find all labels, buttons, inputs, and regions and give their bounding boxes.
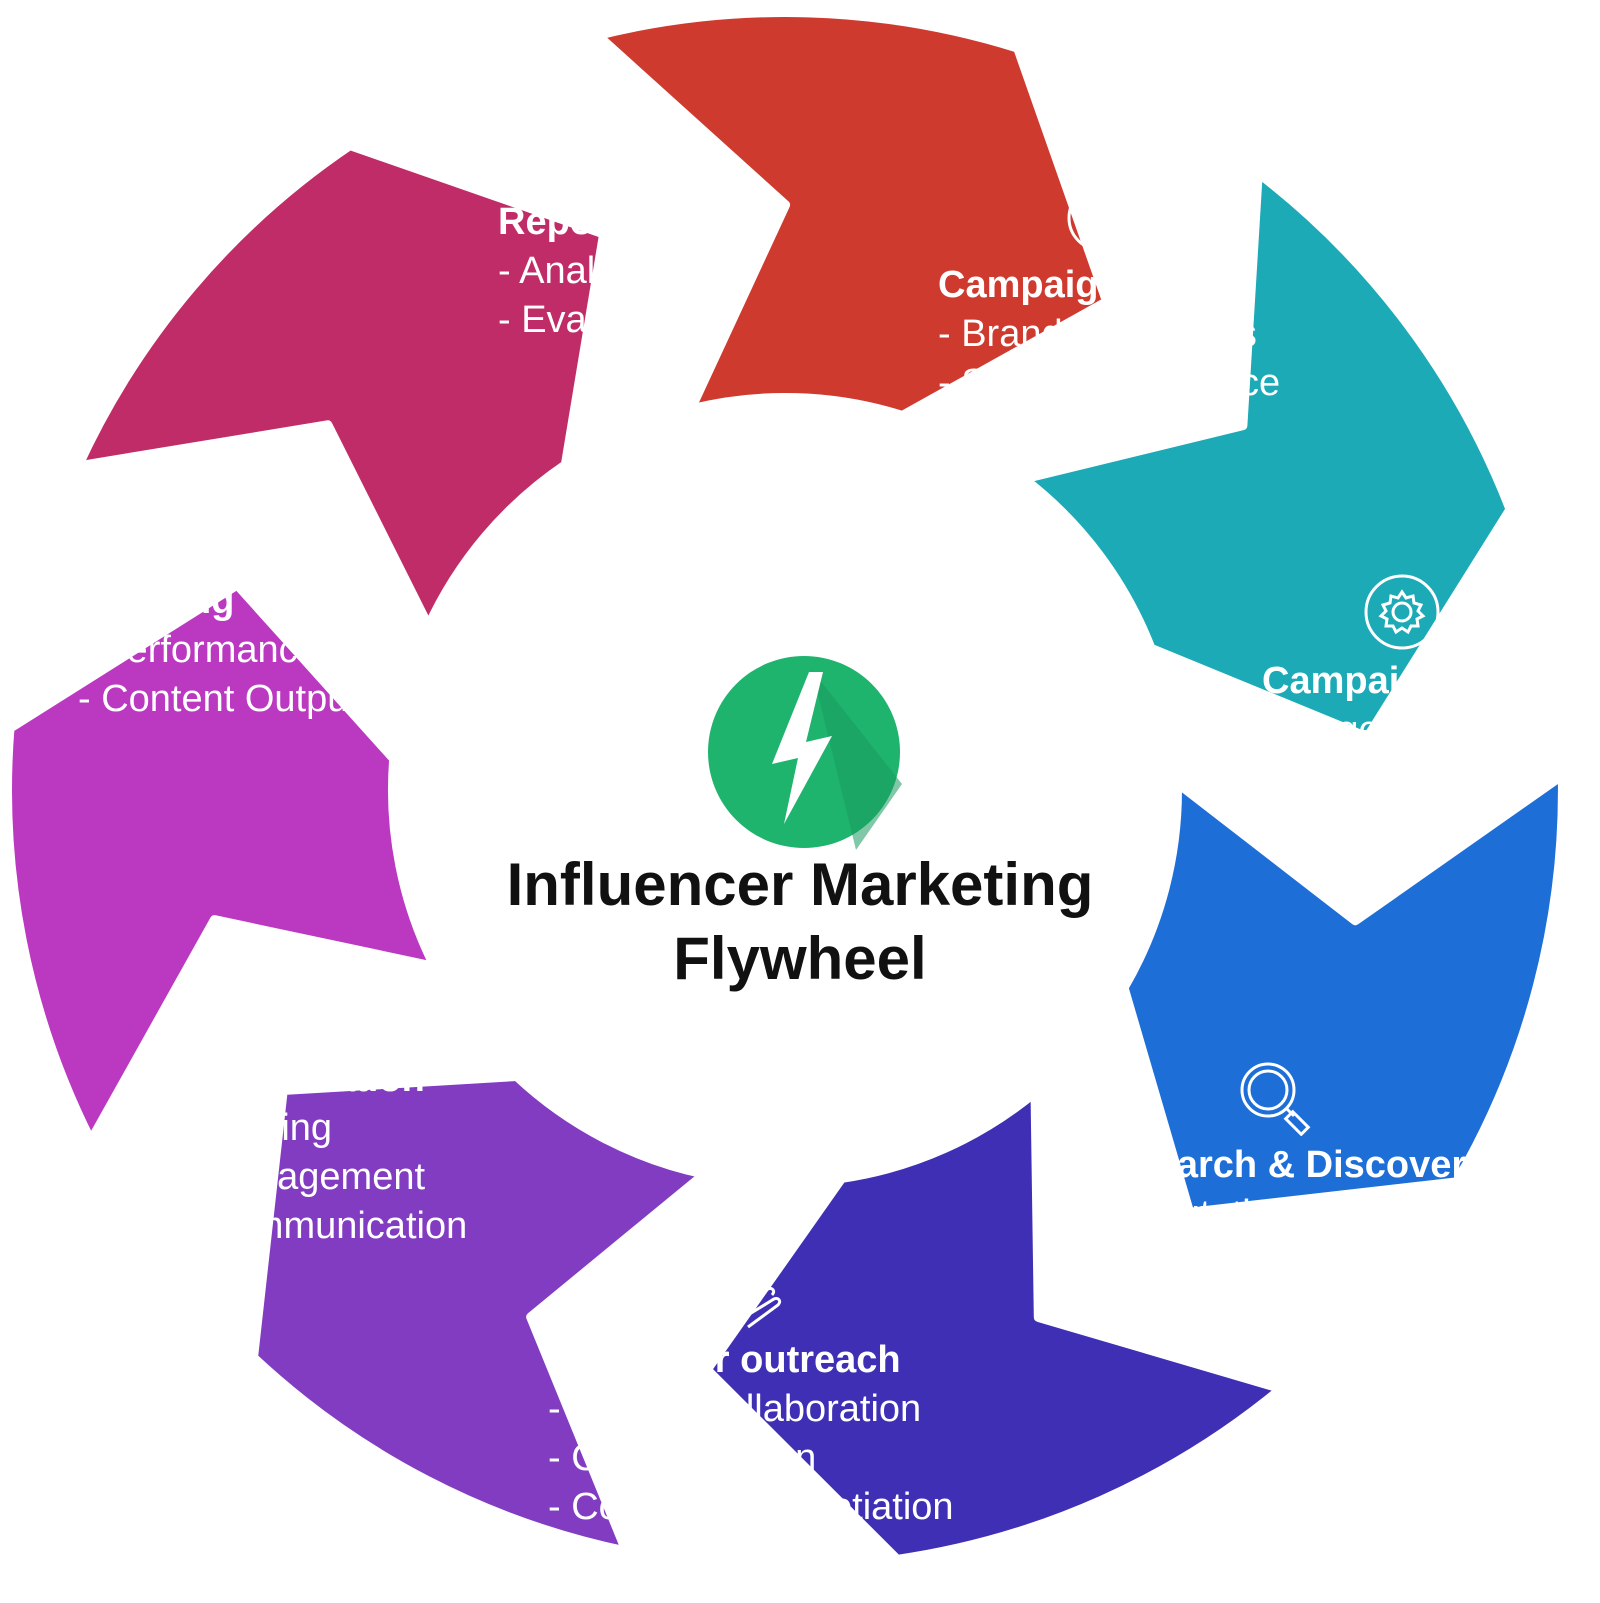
segment-item: - Reputation [1086,1193,1294,1235]
segment-campaign-setup: Campaign setup - Target group - Budget -… [1262,656,1558,853]
segment-item: - Management [180,1156,426,1198]
segment-influencer-outreach: Influencer outreach - Type of collaborat… [548,1335,954,1532]
center-title-line2: Flywheel [673,925,927,992]
segment-item: - Audience Data [1086,1242,1357,1284]
segment-arrow [591,7,1113,421]
segment-arrow [72,140,610,632]
gear-icon [1364,574,1440,650]
segment-item: - Sales performance [938,362,1281,404]
hand-icon [690,1287,782,1329]
target-icon [1067,176,1143,252]
segment-title: Tracking [78,580,235,622]
segment-item: - Budget [1262,758,1406,800]
segment-item: - Contract & Negotiation [548,1486,954,1528]
report-chart-icon [570,116,632,191]
segment-item: - Type of collaboration [548,1388,922,1430]
segment-arrow [1018,167,1516,743]
monitor-analytics-icon [180,493,262,563]
segment-item: - Performance [78,629,319,671]
segment-item: - Content Output [78,678,359,720]
segment-item: - Target group [1262,709,1498,751]
segment-research-discovery: Research & Discovery - Reputation - Audi… [1086,1140,1487,1337]
segment-item: - Past Collabs [1086,1291,1323,1333]
segment-title: Collaboration [180,1058,425,1100]
segment-arrow [248,1071,711,1557]
segment-item: - Briefing [180,1107,333,1149]
magnifier-icon [1240,1062,1311,1136]
segment-tracking: Tracking - Performance - Content Output [78,576,359,724]
segment-campaign-goals: Campaign goals - Brand awareness - Sales… [938,260,1280,408]
segment-title: Reporting [498,201,678,243]
team-gear-icon [272,977,340,1044]
segment-item: - Brand awareness [938,313,1257,355]
segment-item: - Compensation [548,1437,817,1479]
segment-title: Campaign goals [938,264,1232,306]
segment-item: - Communication [180,1205,468,1247]
center-title-line1: Influencer Marketing [506,851,1094,918]
segment-title: Influencer outreach [548,1339,901,1381]
lightning-bolt-icon [708,656,902,850]
segment-reporting: Reporting - Analysis - Evaluation [498,197,699,345]
segment-item: - Evaluation [498,299,699,341]
segment-arrow [701,1086,1288,1565]
segment-collaboration: Collaboration - Briefing - Management - … [180,1054,467,1251]
segment-arrow [2,579,441,1147]
segment-item: - Channels [1262,807,1446,849]
segment-title: Campaign setup [1262,660,1558,702]
segment-title: Research & Discovery [1086,1144,1488,1186]
center-title: Influencer Marketing Flywheel [395,848,1205,996]
segment-arrow [1118,769,1568,1218]
segment-item: - Analysis [498,250,661,292]
